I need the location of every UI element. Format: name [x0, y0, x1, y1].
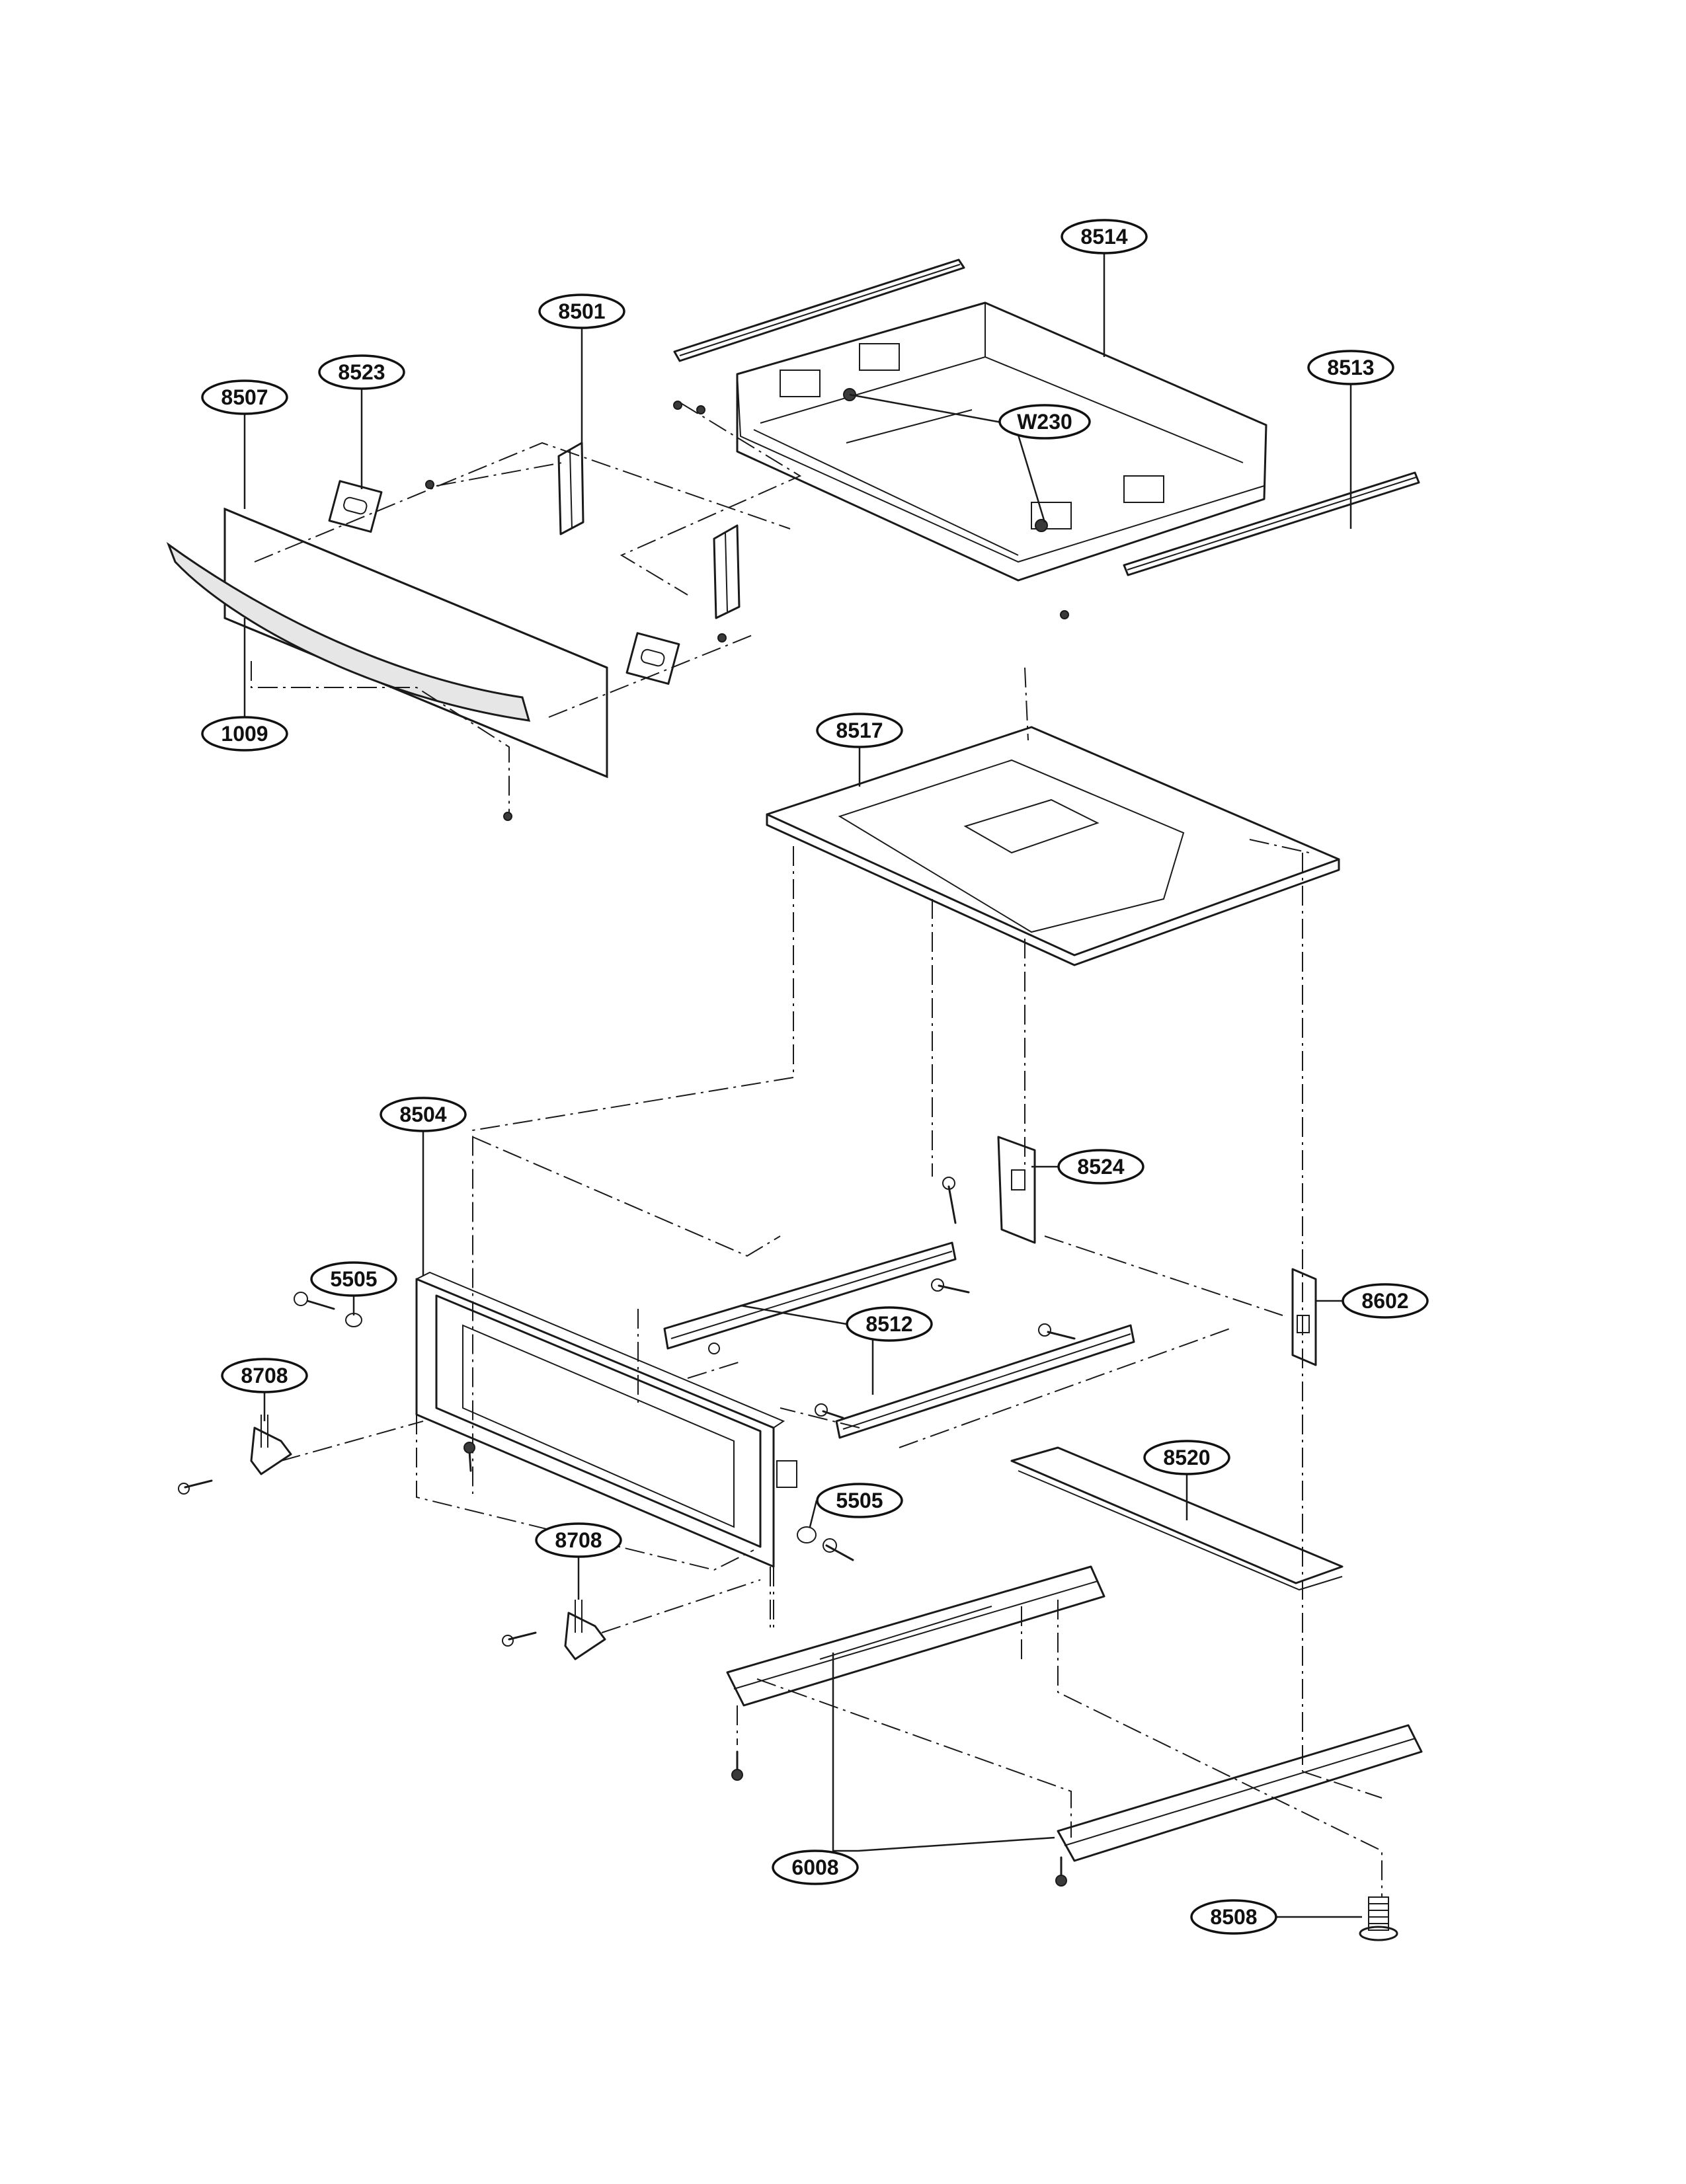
svg-text:5505: 5505 [836, 1489, 883, 1512]
handle-bracket-right [625, 632, 680, 685]
svg-text:5505: 5505 [330, 1267, 377, 1291]
svg-text:8708: 8708 [241, 1364, 288, 1387]
callout-5505-left: 5505 [310, 1261, 397, 1297]
svg-text:8517: 8517 [836, 719, 883, 742]
base-rail-front [726, 1565, 1105, 1707]
svg-text:8708: 8708 [555, 1528, 602, 1552]
svg-text:1009: 1009 [221, 722, 268, 746]
drawer-hinge-right [713, 524, 741, 619]
callout-8507: 8507 [201, 379, 288, 415]
callout-8508: 8508 [1190, 1899, 1277, 1935]
front-frame [415, 1271, 797, 1568]
callout-8708-left: 8708 [221, 1358, 308, 1393]
bolt-washer-right [797, 1526, 854, 1561]
drawer-hinge-left [557, 442, 584, 535]
assembly-line [737, 1567, 1383, 1897]
leveling-foot [1359, 1896, 1398, 1941]
callout-8524: 8524 [1057, 1149, 1144, 1185]
handle-bracket-left [328, 480, 383, 533]
assembly-line [251, 403, 802, 813]
screws-bottom [731, 1750, 1067, 1887]
callout-8514: 8514 [1061, 219, 1148, 254]
svg-text:6008: 6008 [791, 1855, 838, 1879]
bottom-panel [766, 726, 1340, 966]
drawer-slide-lower [835, 1324, 1135, 1439]
leader-lines [243, 253, 1362, 1918]
assembly-line [687, 1235, 1283, 1448]
svg-text:8501: 8501 [558, 299, 605, 323]
callout-8504: 8504 [380, 1097, 467, 1132]
svg-text:8514: 8514 [1080, 225, 1127, 249]
callout-1009: 1009 [201, 716, 288, 752]
base-rail-rear [1057, 1724, 1423, 1862]
svg-text:8508: 8508 [1210, 1905, 1257, 1929]
svg-text:8512: 8512 [865, 1312, 912, 1336]
assembly-line [416, 1136, 781, 1633]
svg-text:8513: 8513 [1327, 356, 1374, 379]
drawer-rail-upper [673, 258, 965, 362]
leveling-leg-left [178, 1415, 292, 1495]
leveling-leg-right [502, 1600, 606, 1660]
drawer-handle [166, 541, 531, 722]
callout-8520: 8520 [1143, 1440, 1230, 1475]
callout-8513: 8513 [1307, 350, 1394, 385]
assembly-line [280, 1421, 761, 1633]
callout-6008: 6008 [772, 1850, 859, 1885]
mount-bracket-upper [997, 1136, 1036, 1244]
rear-rail [1010, 1446, 1344, 1591]
drawer-rail-right [1123, 471, 1420, 576]
callout-8501: 8501 [538, 293, 625, 329]
callout-w230: W230 [998, 404, 1091, 440]
callout-8708-right: 8708 [535, 1522, 622, 1558]
callout-8523: 8523 [318, 354, 405, 390]
svg-text:8507: 8507 [221, 385, 268, 409]
callout-8512: 8512 [846, 1306, 933, 1342]
screws-upper [425, 401, 1069, 821]
screws-middle [463, 1177, 1076, 1472]
drawer-tub [736, 301, 1267, 582]
callout-8602: 8602 [1342, 1283, 1429, 1319]
callout-5505-right: 5505 [816, 1483, 903, 1518]
mount-bracket-right [1291, 1268, 1317, 1366]
svg-text:8602: 8602 [1361, 1289, 1408, 1313]
callout-8517: 8517 [816, 713, 903, 748]
drawer-slide-upper [663, 1241, 957, 1350]
svg-text:8524: 8524 [1077, 1155, 1124, 1179]
svg-text:8520: 8520 [1163, 1446, 1210, 1469]
svg-text:8523: 8523 [338, 360, 385, 384]
svg-text:8504: 8504 [399, 1103, 446, 1126]
assembly-line [472, 667, 1310, 1772]
bolt-washer-left [294, 1292, 362, 1327]
svg-text:W230: W230 [1017, 410, 1072, 434]
